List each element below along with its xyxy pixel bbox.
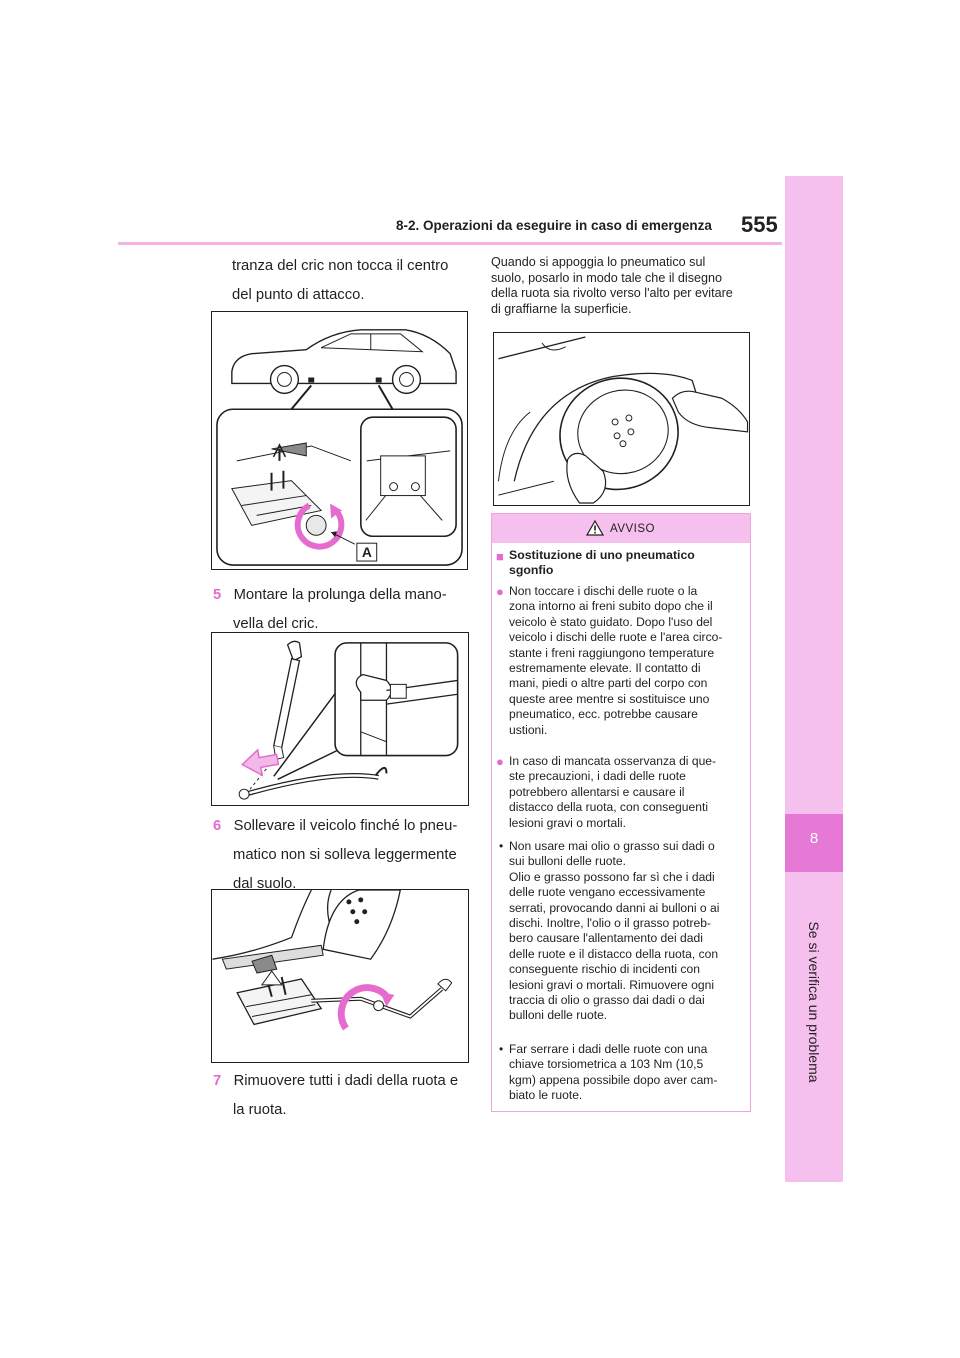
- circle-bullet-icon: ●: [496, 584, 504, 599]
- figure-raise-vehicle: [211, 889, 469, 1063]
- raise-vehicle-illustration: [212, 890, 453, 1031]
- chapter-side-tab: [785, 176, 843, 1182]
- jack-position-illustration: A: [216, 329, 463, 566]
- crank-extension-illustration: [238, 640, 459, 800]
- warning-title: AVVISO: [610, 523, 655, 535]
- step-7-number: 7: [213, 1073, 222, 1089]
- step-5: 5 Montare la prolunga della mano- vella …: [213, 587, 447, 632]
- step-6: 6 Sollevare il veicolo finché lo pneu- m…: [213, 818, 458, 892]
- warning-box: AVVISO ■ Sostituzione di uno pneumatico …: [491, 513, 751, 1112]
- warning-subheading: Sostituzione di uno pneumatico sgonfio: [509, 548, 695, 578]
- chapter-number: 8: [809, 830, 819, 847]
- step-7: 7 Rimuovere tutti i dadi della ruota e l…: [213, 1073, 459, 1118]
- warning-header: AVVISO: [492, 514, 750, 543]
- header-rule: [118, 242, 782, 245]
- figure-crank-extension: [211, 632, 469, 806]
- warning-item-3: Non usare mai olio o grasso sui dadi o s…: [509, 839, 720, 1023]
- step-6-number: 6: [213, 818, 222, 834]
- square-bullet-icon: ■: [496, 549, 504, 564]
- dot-bullet: •: [499, 1042, 504, 1056]
- dot-bullet: •: [499, 839, 504, 853]
- step-5-number: 5: [213, 587, 222, 603]
- section-title: 8-2. Operazioni da eseguire in caso di e…: [396, 218, 712, 233]
- page-number: 555: [741, 212, 778, 237]
- warning-item-1: Non toccare i dischi delle ruote o la zo…: [509, 584, 723, 737]
- warning-item-2: In caso di mancata osservanza di que- st…: [509, 754, 717, 830]
- warning-item-4: Far serrare i dadi delle ruote con una c…: [509, 1042, 718, 1103]
- chapter-title: Se si verifica un problema: [806, 921, 822, 1083]
- warning-triangle-icon: [586, 520, 604, 536]
- fig1-label: A: [362, 544, 372, 560]
- tire-placement-illustration: [497, 336, 749, 504]
- chapter-number-box: [785, 814, 843, 872]
- figure-jack-position: A: [211, 311, 468, 570]
- figure-tire-placement: [493, 332, 750, 506]
- intro-text: tranza del cric non tocca il centro del …: [232, 258, 449, 303]
- tire-placement-note: Quando si appoggia lo pneumatico sul suo…: [491, 255, 733, 316]
- circle-bullet-icon: ●: [496, 754, 504, 769]
